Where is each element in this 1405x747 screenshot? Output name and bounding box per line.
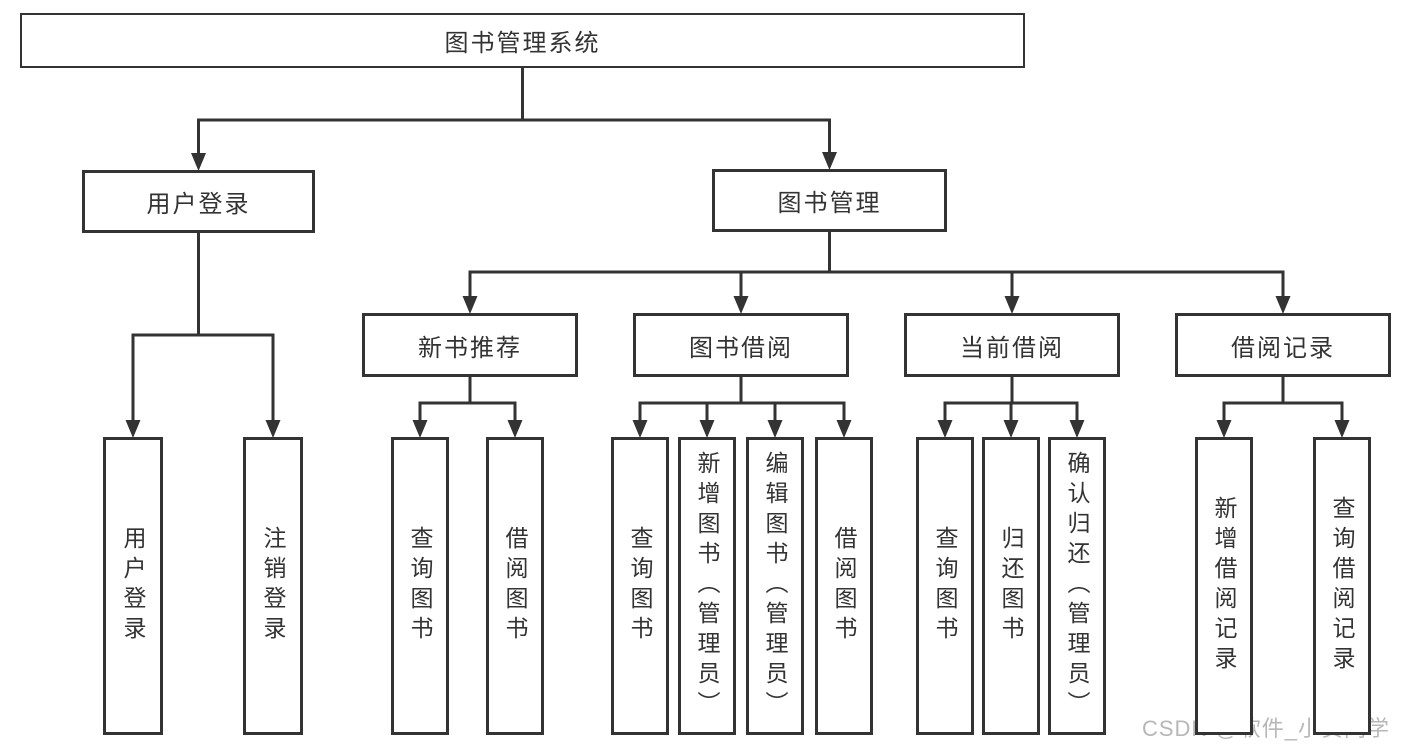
arrowhead-icon [822,152,837,170]
node-label: 借阅图书 [831,526,857,646]
arrowhead-icon [1004,296,1020,314]
node-label: 新书推荐 [418,334,522,362]
arrowhead-icon [632,420,648,438]
arrowhead-icon [265,420,281,438]
arrowhead-icon [1003,420,1019,438]
node-label: 查询借阅记录 [1329,496,1355,676]
diagram-node-c-confirm: 确认归还（管理员） [1048,437,1106,735]
arrowhead-icon [1334,420,1350,438]
node-label: 归还图书 [998,526,1024,646]
arrowhead-icon [125,420,141,438]
diagram-node-records: 借阅记录 [1175,313,1391,377]
arrowhead-icon [937,420,953,438]
arrowhead-icon [836,420,852,438]
diagram-node-nb-borrow: 借阅图书 [486,437,544,735]
arrowhead-icon [1216,420,1232,438]
node-label: 图书借阅 [689,334,793,362]
diagram-node-b-edit: 编辑图书（管理员） [746,437,804,735]
arrowhead-icon [462,296,478,314]
diagram-node-c-query: 查询图书 [916,437,974,735]
diagram-node-r-add: 新增借阅记录 [1195,437,1253,735]
arrowhead-icon [1275,296,1291,314]
node-label: 查询图书 [627,526,653,646]
arrowhead-icon [191,153,206,171]
node-label: 注销登录 [260,526,286,646]
arrowhead-icon [507,420,523,438]
diagram-node-logout: 注销登录 [243,437,303,735]
node-label: 借阅图书 [502,526,528,646]
diagram-node-b-add: 新增图书（管理员） [678,437,736,735]
diagram-node-nb-query: 查询图书 [391,437,449,735]
diagram-node-book-borrow: 图书借阅 [633,313,849,377]
arrowhead-icon [1069,420,1085,438]
node-label: 用户登录 [146,191,251,218]
node-label: 确认归还（管理员） [1064,451,1090,721]
arrowhead-icon [699,420,715,438]
node-label: 当前借阅 [960,334,1064,362]
node-label: 查询图书 [932,526,958,646]
arrowhead-icon [767,420,783,438]
node-label: 新增图书（管理员） [694,451,720,721]
diagram-node-c-return: 归还图书 [982,437,1040,735]
node-label: 新增借阅记录 [1211,496,1237,676]
node-label: 查询图书 [407,526,433,646]
diagram-node-b-borrow: 借阅图书 [815,437,873,735]
diagram-node-book-mgmt: 图书管理 [712,169,947,232]
node-label: 编辑图书（管理员） [762,451,788,721]
diagram-node-r-query: 查询借阅记录 [1313,437,1371,735]
node-label: 用户登录 [120,526,146,646]
arrowhead-icon [412,420,428,438]
diagram-node-b-query: 查询图书 [611,437,669,735]
node-label: 借阅记录 [1231,334,1335,362]
diagram-node-new-book: 新书推荐 [362,313,578,377]
diagram-node-login: 用户登录 [103,437,163,735]
diagram-node-user-login: 用户登录 [82,170,315,233]
node-label: 图书管理系统 [444,30,601,57]
arrowhead-icon [733,296,749,314]
diagram-node-root: 图书管理系统 [20,13,1025,68]
diagram-node-current: 当前借阅 [904,313,1120,377]
node-label: 图书管理 [777,190,882,217]
